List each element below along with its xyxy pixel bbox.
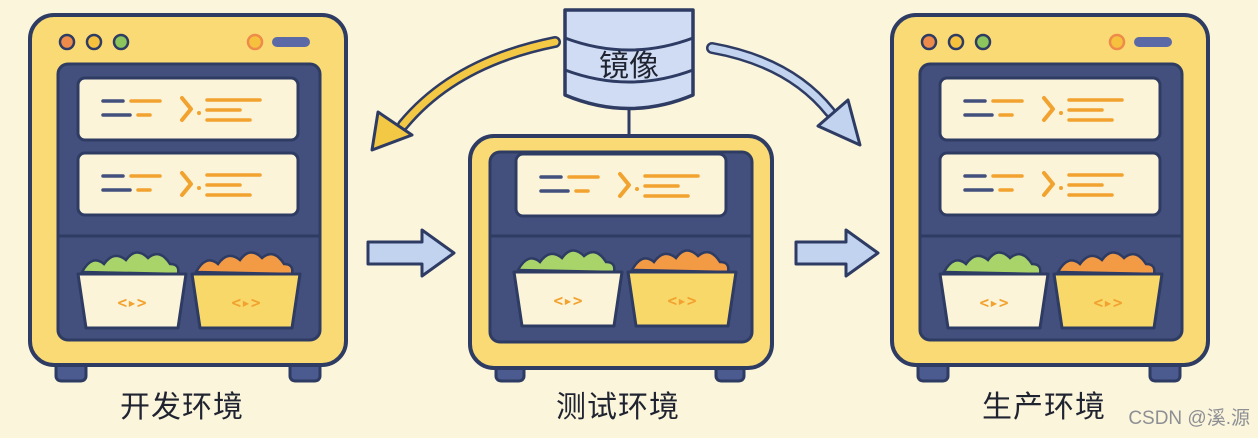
env-label-prod: 生产环境 — [982, 390, 1106, 425]
arrow-dev-to-test — [366, 228, 456, 278]
window-dot-red — [58, 33, 76, 51]
image-cylinder-icon: 镜像 — [563, 8, 695, 111]
server-test: <▸> <▸> — [468, 108, 774, 383]
window-dot-yellow — [85, 33, 103, 51]
container-box-green: <▸> — [76, 251, 188, 330]
svg-text:<▸>: <▸> — [554, 291, 583, 310]
code-panel — [76, 151, 300, 217]
code-panel — [938, 76, 1162, 142]
arrow-test-to-prod — [794, 228, 880, 278]
image-label: 镜像 — [599, 49, 659, 84]
env-label-test: 测试环境 — [556, 390, 680, 425]
svg-text:<▸>: <▸> — [1094, 293, 1123, 312]
server-prod: <▸> <▸> — [890, 13, 1210, 383]
svg-text:<▸>: <▸> — [980, 293, 1009, 312]
svg-text:<▸>: <▸> — [232, 293, 261, 312]
svg-text:<▸>: <▸> — [668, 291, 697, 310]
server-dev: <▸> <▸> — [28, 13, 348, 383]
code-panel — [514, 152, 728, 218]
watermark: CSDN @溪.源 — [1128, 408, 1250, 429]
window-dot-green — [974, 33, 992, 51]
curved-arrow-to-prod — [706, 42, 862, 147]
window-dot-green — [112, 33, 130, 51]
status-light — [1108, 33, 1126, 51]
svg-text:<▸>: <▸> — [118, 293, 147, 312]
container-box-orange: <▸> — [626, 249, 738, 328]
container-box-orange: <▸> — [1052, 251, 1164, 330]
window-dot-yellow — [947, 33, 965, 51]
status-bar — [1134, 37, 1172, 47]
code-panel — [76, 76, 300, 142]
status-bar — [272, 37, 310, 47]
status-light — [246, 33, 264, 51]
code-panel — [938, 151, 1162, 217]
window-dot-red — [920, 33, 938, 51]
container-box-green: <▸> — [938, 251, 1050, 330]
env-label-dev: 开发环境 — [120, 390, 244, 425]
curved-arrow-to-dev — [370, 36, 561, 152]
container-box-orange: <▸> — [190, 251, 302, 330]
container-box-green: <▸> — [512, 249, 624, 328]
